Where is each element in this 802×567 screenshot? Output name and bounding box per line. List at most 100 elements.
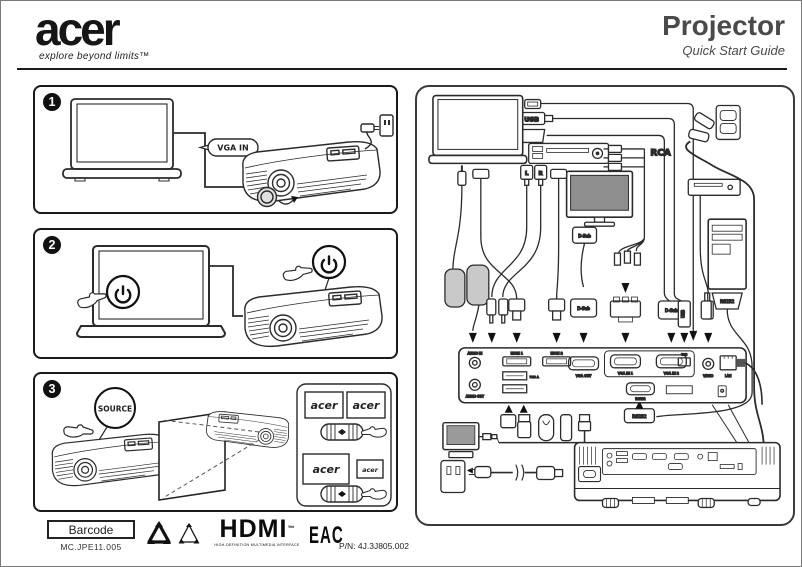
svg-text:RS232: RS232 [720, 299, 734, 305]
signal-cable [209, 265, 243, 317]
svg-text:LAN: LAN [725, 374, 732, 378]
rca-l-plug: L [491, 164, 534, 298]
svg-text:VGA IN 1: VGA IN 1 [618, 371, 633, 375]
usb-a-ports: USB A [502, 371, 540, 394]
wall-outlet-bottom [440, 459, 473, 494]
page-title: Projector [662, 10, 785, 41]
speakers [444, 165, 490, 331]
svg-text:RS232: RS232 [635, 397, 645, 401]
rca-plugs: RCA [603, 144, 672, 238]
page-subtitle: Quick Start Guide [682, 43, 785, 58]
svg-text:acer: acer [362, 466, 379, 474]
component-adapter [609, 236, 646, 323]
laptop [75, 245, 227, 338]
lan-port: LAN [719, 355, 763, 405]
eac-logo: EAC [309, 522, 344, 550]
svg-text:AUDIO OUT: AUDIO OUT [466, 394, 484, 398]
connection-arrows [468, 330, 713, 413]
video-port: VIDEO [702, 357, 714, 378]
step-1-badge: 1 [43, 93, 61, 111]
step-2-badge: 2 [43, 236, 61, 254]
svg-text:VGA OUT: VGA OUT [576, 374, 592, 378]
svg-text:VGA IN 2: VGA IN 2 [664, 371, 679, 375]
hand-icon [75, 287, 109, 311]
vga-in-group: VGA IN 1 VGA IN 2 [604, 350, 695, 378]
svg-text:RS232: RS232 [632, 414, 646, 420]
svg-text:R: R [539, 171, 544, 177]
step-1-connect-cables: 1 VGA IN [33, 85, 398, 214]
vga-in-callout: VGA IN [197, 138, 259, 157]
svg-text:acer: acer [313, 463, 340, 476]
vga-cable [519, 128, 670, 302]
power-cable [685, 140, 765, 453]
svg-text:HDMI 1: HDMI 1 [511, 351, 523, 355]
wall-outlet-top [685, 104, 765, 453]
monitor [565, 170, 634, 227]
svg-text:USB A: USB A [530, 375, 540, 379]
projection-beams [162, 419, 260, 499]
header-divider [17, 68, 787, 70]
laptop-power-callout [75, 274, 141, 311]
media-display [442, 421, 500, 459]
step-3-source-adjust: 3 SOURCE acer acer [33, 372, 398, 512]
step-2-power-on: 2 [33, 228, 398, 359]
cable-plugs: L R [472, 164, 712, 328]
hand-icon [360, 488, 387, 500]
recycle-outline-icon [178, 523, 200, 544]
laptop [62, 98, 182, 182]
audio-out-port: AUDIO OUT [465, 378, 485, 399]
step-3-badge: 3 [43, 380, 61, 398]
lens-cap [256, 186, 298, 208]
model-number: MC.JPE11.005 [60, 542, 122, 552]
step-2-drawing [75, 244, 383, 348]
audio-in-port: AUDIO IN [467, 351, 483, 369]
connection-diagram-drawing: USB [428, 94, 781, 509]
computer-tower [707, 218, 747, 290]
hdmi-subtitle: HIGH-DEFINITION MULTIMEDIA INTERFACE [214, 543, 300, 547]
lock-slot [717, 385, 727, 398]
projector-power-callout [281, 244, 347, 291]
projector-feet [601, 497, 761, 509]
projector-rear [573, 441, 781, 509]
step-1-drawing: VGA IN [62, 98, 394, 208]
focus-zoom-panel: acer acer acer acer [296, 383, 392, 507]
svg-text:USB: USB [680, 310, 685, 318]
svg-text:VGA IN: VGA IN [217, 144, 248, 153]
hdmi-1-port: HDMI 1 [502, 351, 532, 367]
vga-out-port: VGA OUT [567, 356, 600, 378]
svg-text:D-Sub: D-Sub [578, 234, 591, 239]
zoom-ring [320, 485, 387, 503]
brand-tagline: explore beyond limits™ [39, 51, 150, 62]
svg-text:USB: USB [524, 115, 539, 123]
power-inlet [578, 466, 602, 483]
acer-logo: acer [35, 3, 121, 55]
svg-text:D-Sub: D-Sub [665, 308, 678, 313]
svg-text:RCA: RCA [650, 148, 670, 158]
power-plug-outlet [360, 114, 394, 150]
svg-text:L: L [525, 171, 529, 177]
usb-dongles [498, 414, 592, 444]
svg-text:USB: USB [681, 352, 687, 356]
av-receiver [528, 142, 610, 165]
mini-usb-port: USB [677, 352, 691, 367]
barcode-box: Barcode [47, 520, 135, 539]
svg-text:HDMI 2: HDMI 2 [550, 351, 562, 355]
ports-panel: AUDIO IN AUDIO OUT HDMI 1 HDMI 2 [458, 347, 763, 405]
svg-text:AUDIO IN: AUDIO IN [467, 351, 482, 355]
source-callout: SOURCE [63, 387, 136, 441]
laptop [428, 94, 528, 165]
panel-pointer-lines [711, 404, 751, 445]
recycle-icon [147, 521, 171, 544]
rs232-port: RS232 [625, 382, 656, 402]
connection-diagram: USB [415, 85, 795, 526]
power-cord [468, 464, 564, 481]
hdmi-logo: HDMI™ HIGH-DEFINITION MULTIMEDIA INTERFA… [206, 517, 308, 548]
usb-stick-connector: USB [677, 300, 691, 328]
focus-ring [320, 423, 387, 441]
hdmi-2-port: HDMI 2 [542, 351, 572, 367]
svg-text:acer: acer [311, 399, 338, 412]
rca-r-plug: R [502, 164, 548, 298]
dsub-connector-monitor: D-Sub D-Sub [569, 226, 598, 318]
step-3-drawing: SOURCE acer acer [51, 383, 392, 507]
svg-text:SOURCE: SOURCE [98, 405, 132, 414]
